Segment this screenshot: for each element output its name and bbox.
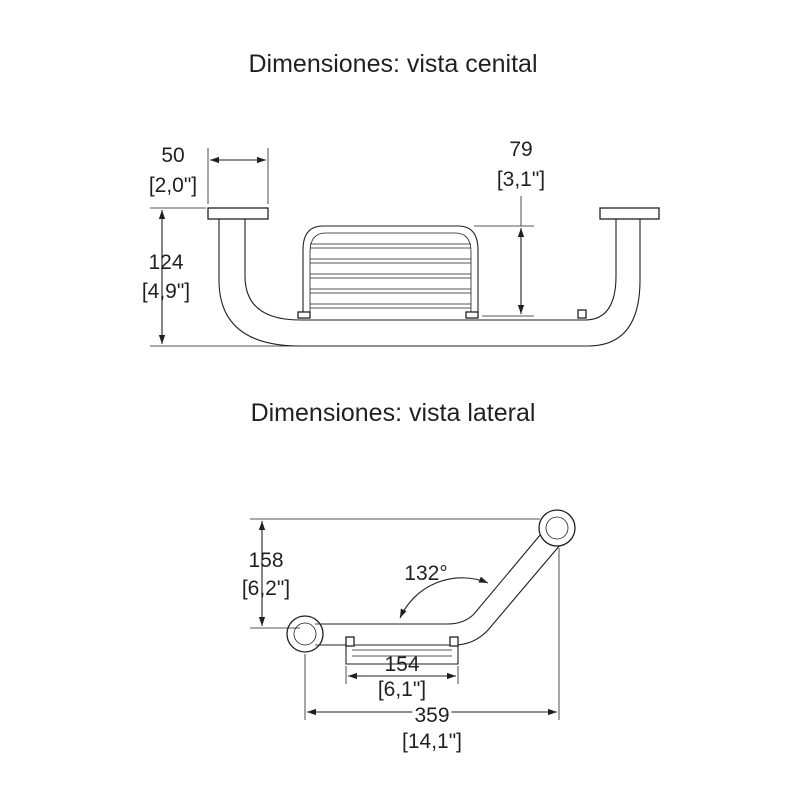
top-view: Dimensiones: vista cenital bbox=[142, 50, 660, 347]
side-view-bar bbox=[305, 527, 567, 646]
basket-depth-inches: [3,1"] bbox=[497, 168, 545, 191]
side-view-title: Dimensiones: vista lateral bbox=[251, 399, 536, 427]
dimension-basket-length: 154 [6,1"] bbox=[345, 653, 459, 701]
height-value: 158 bbox=[248, 549, 283, 572]
dimension-projection: 124 [4,9"] bbox=[142, 207, 300, 347]
height-inches: [6,2"] bbox=[242, 577, 290, 600]
dimension-basket-depth: 79 [3,1"] bbox=[474, 138, 545, 317]
dimension-overall-length: 359 [14,1"] bbox=[304, 548, 560, 753]
dimension-angle: 132° bbox=[399, 562, 489, 619]
right-flange bbox=[599, 207, 660, 220]
overall-length-value: 359 bbox=[414, 704, 449, 727]
basket-length-inches: [6,1"] bbox=[378, 678, 426, 701]
basket-length-value: 154 bbox=[384, 653, 419, 676]
flange-width-inches: [2,0"] bbox=[149, 174, 197, 197]
overall-length-inches: [14,1"] bbox=[402, 730, 462, 753]
projection-value: 124 bbox=[148, 251, 183, 274]
angle-value: 132° bbox=[404, 562, 447, 585]
upper-flange bbox=[538, 509, 576, 547]
dimension-height: 158 [6,2"] bbox=[242, 518, 540, 629]
top-view-bar bbox=[218, 218, 641, 347]
side-view: Dimensiones: vista lateral 158 [6,2"] bbox=[242, 399, 576, 753]
flange-width-value: 50 bbox=[161, 144, 184, 167]
dimension-flange-width: 50 [2,0"] bbox=[149, 144, 269, 204]
left-flange bbox=[207, 207, 269, 220]
lower-flange bbox=[286, 615, 324, 653]
side-view-basket bbox=[345, 636, 459, 665]
projection-inches: [4,9"] bbox=[142, 280, 190, 303]
top-view-basket bbox=[297, 225, 587, 319]
top-view-title: Dimensiones: vista cenital bbox=[248, 50, 537, 78]
basket-depth-value: 79 bbox=[509, 138, 532, 161]
